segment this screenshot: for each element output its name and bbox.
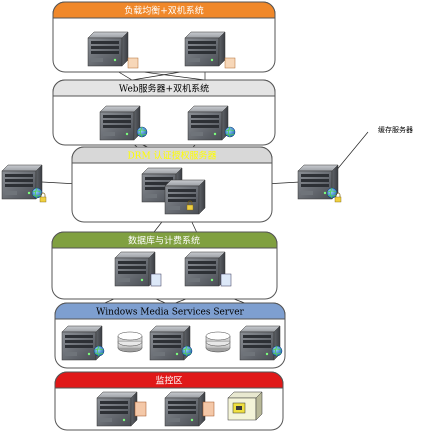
disk-storage-icon — [205, 331, 231, 353]
lock-icon — [334, 192, 342, 203]
tier-monitor-header — [54, 371, 284, 389]
tier-database: 数据库与计费系统 — [51, 231, 278, 300]
globe-icon — [136, 126, 148, 138]
server-icon — [164, 179, 206, 215]
server-icon — [99, 105, 141, 141]
server-icon — [184, 31, 226, 67]
tier-wms-title: Windows Media Services Server — [96, 308, 244, 318]
globe-icon — [93, 345, 105, 357]
connector-block — [134, 401, 147, 417]
monitor-camera-icon — [227, 391, 263, 421]
globe-icon — [181, 345, 193, 357]
server-icon — [184, 251, 226, 287]
globe-icon — [224, 126, 236, 138]
globe-icon — [31, 187, 43, 199]
tier-load-balance: 负载均衡+双机系统 — [52, 1, 276, 73]
tier-drm: DRM 认证授权服务器 — [71, 146, 273, 223]
disk-storage-icon — [117, 331, 143, 353]
database-icon — [150, 273, 162, 287]
side-server-left — [1, 164, 47, 203]
cache-server-label: 缓存服务器 — [378, 126, 413, 134]
lock-icon — [39, 192, 47, 203]
server-icon — [96, 391, 138, 427]
tier-web-header — [52, 79, 276, 97]
tier-wms-header — [54, 302, 286, 320]
tier-database-title: 数据库与计费系统 — [128, 235, 200, 247]
tier-drm-title: DRM 认证授权服务器 — [127, 150, 216, 162]
tier-monitor-title: 监控区 — [155, 375, 182, 387]
tier-load-balance-title: 负载均衡+双机系统 — [124, 5, 204, 17]
tier-web-title: Web服务器+双机系统 — [119, 83, 209, 95]
cache-server — [297, 164, 342, 203]
server-icon — [187, 105, 229, 141]
server-icon — [164, 391, 206, 427]
connector-block — [202, 401, 215, 417]
globe-icon — [271, 345, 283, 357]
connector-block — [224, 57, 236, 69]
tier-load-balance-header — [52, 1, 276, 19]
database-icon — [220, 273, 232, 287]
tier-wms: Windows Media Services Server — [54, 302, 286, 369]
globe-icon — [326, 187, 338, 199]
server-icon — [114, 251, 156, 287]
tier-drm-header — [71, 146, 273, 164]
server-icon — [87, 31, 129, 67]
tier-monitor: 监控区 — [54, 371, 284, 431]
tier-database-header — [51, 231, 278, 249]
tier-web: Web服务器+双机系统 — [52, 79, 276, 146]
connector-block — [127, 57, 139, 69]
